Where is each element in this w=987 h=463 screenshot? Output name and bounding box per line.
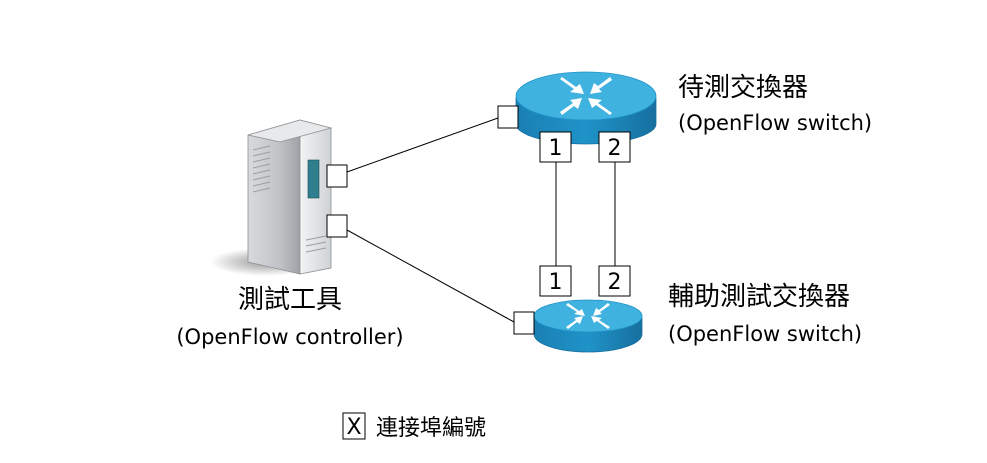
aux-port-2: 2 bbox=[598, 265, 631, 297]
tester-title: 測試工具 bbox=[238, 285, 342, 315]
aux-subtitle: (OpenFlow switch) bbox=[668, 322, 862, 346]
aux-port-1-label: 1 bbox=[549, 270, 563, 295]
dut-title: 待測交換器 bbox=[678, 73, 808, 103]
legend-label: 連接埠編號 bbox=[376, 416, 486, 441]
router-icon bbox=[515, 71, 657, 145]
legend: X 連接埠編號 bbox=[342, 412, 486, 441]
server-tower-icon bbox=[210, 119, 333, 276]
dut-port-2: 2 bbox=[598, 131, 631, 163]
link-tester-to-dut bbox=[346, 117, 499, 173]
dut-controller-port bbox=[497, 105, 519, 129]
tester-subtitle: (OpenFlow controller) bbox=[176, 325, 403, 349]
dut-subtitle: (OpenFlow switch) bbox=[678, 111, 872, 135]
aux-port-2-label: 2 bbox=[608, 270, 622, 295]
aux-controller-port bbox=[513, 311, 535, 335]
legend-symbol-box bbox=[342, 412, 366, 440]
tester-port-bottom bbox=[326, 214, 348, 238]
link-tester-to-aux bbox=[346, 229, 515, 323]
dut-port-2-label: 2 bbox=[608, 136, 622, 161]
dut-port-1: 1 bbox=[539, 131, 572, 163]
connection-lines bbox=[346, 117, 616, 323]
aux-title: 輔助測試交換器 bbox=[668, 282, 850, 312]
dut-port-1-label: 1 bbox=[549, 136, 563, 161]
router-icon bbox=[533, 299, 643, 353]
legend-symbol: X bbox=[346, 415, 361, 440]
tester-port-top bbox=[326, 164, 348, 188]
aux-port-1: 1 bbox=[539, 265, 572, 297]
